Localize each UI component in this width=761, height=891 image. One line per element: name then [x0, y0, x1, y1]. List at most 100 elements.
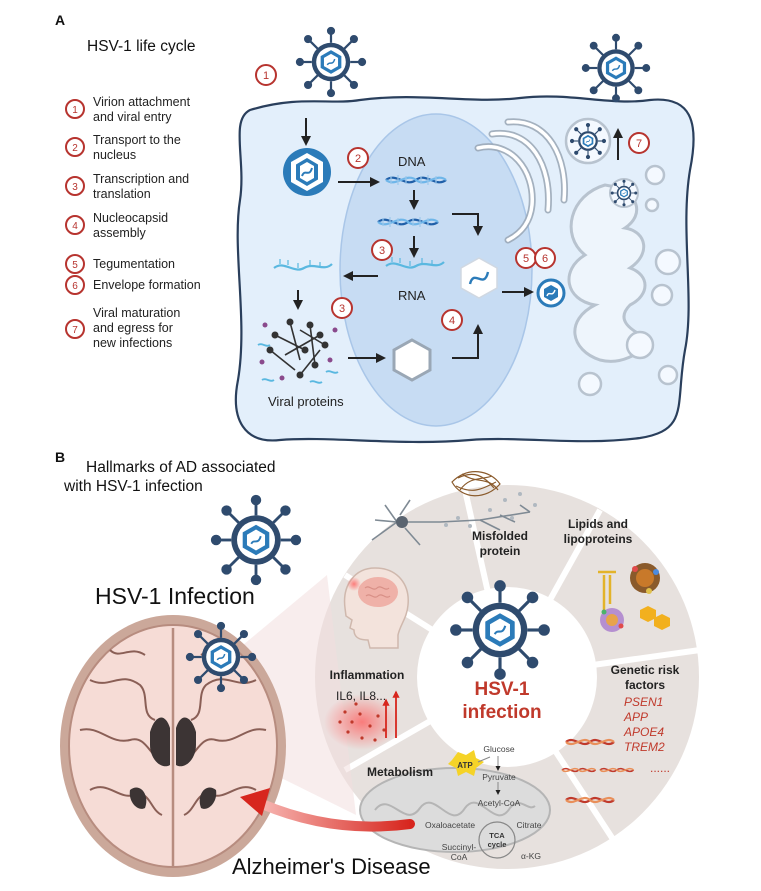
legend-marker-4: [65, 215, 85, 235]
brain-icon: [60, 615, 286, 877]
legend-num-7: 7: [72, 325, 78, 336]
dna-label: DNA: [398, 154, 426, 169]
step-marker-3a: [371, 239, 393, 261]
amyloid-dots: [444, 492, 537, 528]
step-marker-3a-label: 3: [379, 245, 385, 257]
legend-num-6: 6: [72, 281, 78, 292]
legend-text-4b: assembly: [93, 226, 147, 240]
atp-icon: ATP: [448, 750, 484, 776]
head-profile-icon: [343, 567, 409, 649]
panel-b-title-line1: Hallmarks of AD associated: [86, 459, 276, 476]
legend-marker-2: [65, 137, 85, 157]
panel-b-letter: B: [55, 449, 65, 465]
step-marker-1-label: 1: [263, 70, 269, 82]
virus-icon-entering: [295, 26, 367, 98]
tca-pyruvate: Pyruvate: [482, 772, 516, 782]
legend-text-1a: Virion attachment: [93, 95, 191, 109]
legend-text-7b: and egress for: [93, 321, 173, 335]
protein-tangle-icon: [451, 471, 501, 497]
gene-psen1: PSEN1: [624, 695, 663, 709]
segment-label-lipids-2: lipoproteins: [564, 532, 633, 546]
center-label-line1: HSV-1: [475, 679, 530, 700]
step-marker-3b: [331, 297, 353, 319]
legend-item-5: 5 Tegumentation: [65, 254, 175, 274]
legend-marker-7: [65, 319, 85, 339]
cytokine-dots: [338, 702, 386, 742]
lipoprotein-icon-2: [600, 608, 624, 632]
viral-proteins-cluster: [257, 318, 339, 384]
arrow-to-alzheimers: [257, 799, 415, 832]
inflammation-glow: [324, 694, 400, 750]
panel-a-letter: A: [55, 12, 65, 28]
segment-lipids: Lipids and lipoproteins: [564, 517, 670, 632]
hsv-infection-label: HSV-1 Infection: [95, 583, 255, 609]
neuron-icon: [371, 499, 531, 546]
segment-label-misfolded-1: Misfolded: [472, 529, 528, 543]
step-marker-6-label: 6: [542, 253, 548, 265]
tca-cycle-label-2: cycle: [488, 840, 507, 849]
enveloped-virion-icon: [564, 117, 612, 165]
step-marker-1: [255, 64, 277, 86]
segment-misfolded-protein: Misfolded protein: [371, 471, 537, 558]
virus-icon-brain: [185, 621, 257, 693]
legend-item-4: 4 Nucleocapsid assembly: [65, 211, 168, 240]
legend-text-2a: Transport to the: [93, 133, 181, 147]
cytokine-label: IL6, IL8...: [336, 689, 386, 703]
panel-a-legend: 1 Virion attachment and viral entry 2 Tr…: [65, 95, 201, 350]
empty-capsid-icon: [392, 338, 432, 382]
virus-icon-panel-b: [210, 494, 302, 586]
step-marker-7: [628, 132, 650, 154]
legend-text-4a: Nucleocapsid: [93, 211, 168, 225]
gene-apoe4: APOE4: [623, 725, 664, 739]
segment-label-genetic-2: factors: [625, 678, 665, 692]
legend-text-2b: nucleus: [93, 148, 136, 162]
capsid-icon-cytoplasm: [283, 148, 331, 196]
gene-ellipsis: ......: [650, 761, 670, 775]
legend-item-1: 1 Virion attachment and viral entry: [65, 95, 191, 124]
segment-label-inflammation: Inflammation: [330, 668, 405, 682]
legend-item-6: 6 Envelope formation: [65, 275, 201, 295]
legend-text-5: Tegumentation: [93, 257, 175, 271]
legend-text-6: Envelope formation: [93, 278, 201, 292]
legend-num-1: 1: [72, 105, 78, 116]
tca-oxaloacetate: Oxaloacetate: [425, 820, 475, 830]
tca-succinyl-2: CoA: [451, 852, 468, 862]
legend-marker-5: [65, 254, 85, 274]
virus-icon-egress: [581, 33, 651, 103]
tca-cycle-label-1: TCA: [489, 831, 505, 840]
cholesterol-icon: [640, 606, 670, 630]
segment-metabolism: Metabolism ATP Glucose Pyruvate Acetyl-C…: [359, 744, 551, 862]
neuron-soma: [396, 516, 408, 528]
step-marker-4: [441, 309, 463, 331]
atp-label: ATP: [457, 761, 473, 770]
step-marker-6: [534, 247, 556, 269]
tca-citrate: Citrate: [516, 820, 541, 830]
legend-text-3b: translation: [93, 187, 151, 201]
segment-genetic: Genetic risk factors PSEN1 APP APOE4 TRE…: [561, 663, 680, 804]
tca-glucose: Glucose: [483, 744, 514, 754]
panel-a-title: HSV-1 life cycle: [87, 38, 196, 55]
tca-akg: α-KG: [521, 851, 541, 861]
arrow-to-alzheimers-head: [240, 788, 270, 816]
legend-item-3: 3 Transcription and translation: [65, 172, 189, 201]
legend-num-3: 3: [72, 182, 78, 193]
budding-virion-icon: [609, 178, 639, 208]
legend-marker-3: [65, 176, 85, 196]
phospholipid-icon: [598, 570, 616, 610]
alzheimers-label: Alzheimer's Disease: [232, 854, 431, 879]
panel-b-title-line2: with HSV-1 infection: [63, 478, 203, 495]
nucleus: [339, 113, 533, 427]
legend-num-5: 5: [72, 260, 78, 271]
tca-succinyl-1: Succinyl-: [442, 842, 477, 852]
legend-text-3a: Transcription and: [93, 172, 189, 186]
step-marker-5-label: 5: [523, 253, 529, 265]
legend-item-2: 2 Transport to the nucleus: [65, 133, 181, 162]
gene-app: APP: [623, 710, 648, 724]
virus-icon-center: [450, 580, 550, 680]
arrow-capsid-assembly: [452, 324, 483, 359]
lipoprotein-icon: [630, 563, 660, 594]
step-marker-4-label: 4: [449, 315, 455, 327]
rna-label: RNA: [398, 288, 426, 303]
step-marker-7-label: 7: [636, 138, 642, 150]
